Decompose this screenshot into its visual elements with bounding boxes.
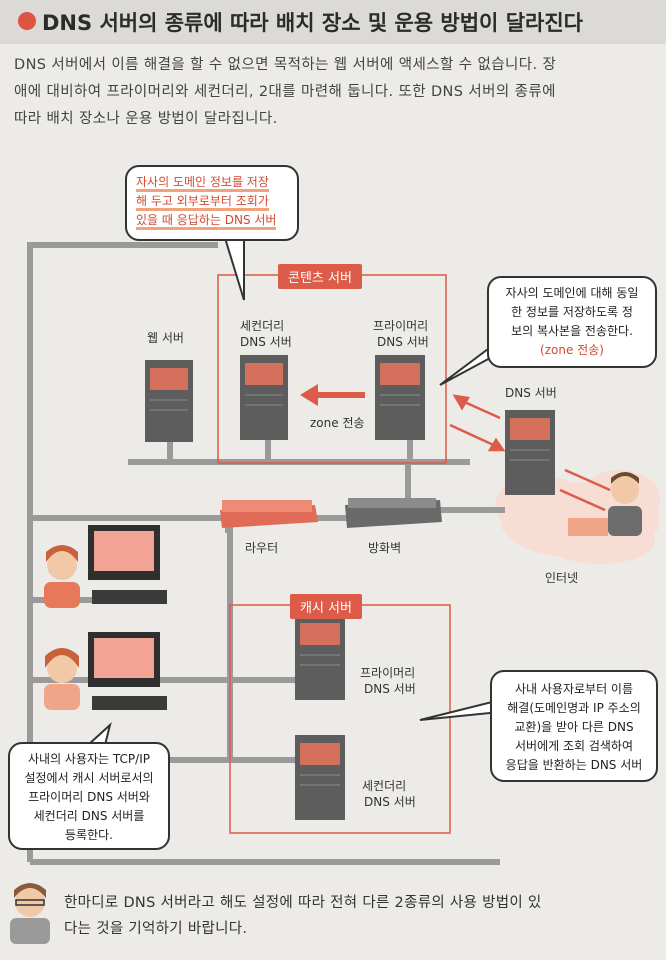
cache-secondary-label-1: 세컨더리 xyxy=(362,779,407,793)
footer-line-2: 다는 것을 기억하기 바랍니다. xyxy=(64,921,248,937)
internet-user-icon xyxy=(568,472,642,536)
cache-primary-dns-server-icon xyxy=(295,615,345,700)
page-title: DNS 서버의 종류에 따라 배치 장소 및 운용 방법이 달라진다 xyxy=(42,11,583,35)
callout-top-line-1: 자사의 도메인 정보를 저장 xyxy=(136,175,269,192)
zone-transfer-arrow xyxy=(300,384,365,406)
cache-primary-label-1: 프라이머리 xyxy=(360,666,416,680)
intro-line-2: 애에 대비하여 프라이머리와 세컨더리, 2대를 마련해 둡니다. 또한 DNS… xyxy=(14,84,556,100)
bullet-dot-icon xyxy=(18,12,36,30)
secondary-label-2: DNS 서버 xyxy=(240,335,292,349)
intro-line-1: DNS 서버에서 이름 해결을 할 수 없으면 목적하는 웹 서버에 액세스할 … xyxy=(14,57,557,73)
pc-1-icon xyxy=(88,525,167,604)
callout-user-setting: 사내의 사용자는 TCP/IP 설정에서 캐시 서버로서의 프라이머리 DNS … xyxy=(8,742,170,850)
web-server-label: 웹 서버 xyxy=(147,331,184,345)
callout-user-line-3: 프라이머리 DNS 서버와 xyxy=(28,790,150,804)
cache-primary-label-2: DNS 서버 xyxy=(364,682,416,696)
callout-zone-line-2: 한 정보를 저장하도록 정 xyxy=(511,305,633,319)
callout-zone-transfer: 자사의 도메인에 대해 동일 한 정보를 저장하도록 정 보의 복사본을 전송한… xyxy=(487,276,657,368)
secondary-label-1: 세컨더리 xyxy=(240,319,285,333)
callout-cache-dns: 사내 사용자로부터 이름 해결(도메인명과 IP 주소의 교환)을 받아 다른 … xyxy=(490,670,658,782)
primary-label-2: DNS 서버 xyxy=(377,335,429,349)
callout-user-line-2: 설정에서 캐시 서버로서의 xyxy=(24,771,154,785)
user-2-icon xyxy=(44,648,80,710)
callout-cache-line-2: 해결(도메인명과 IP 주소의 xyxy=(507,701,641,715)
callout-cache-line-5: 응답을 반환하는 DNS 서버 xyxy=(505,758,643,772)
callout-zone-line-4: (zone 전송) xyxy=(540,343,604,357)
contents-server-label: 콘텐츠 서버 xyxy=(278,264,362,289)
dns-server-label: DNS 서버 xyxy=(505,386,557,400)
router-icon xyxy=(220,500,318,528)
zone-transfer-label: zone 전송 xyxy=(310,416,365,430)
narrator-icon xyxy=(10,883,50,944)
pc-2-icon xyxy=(88,632,167,710)
external-dns-server-icon xyxy=(505,410,555,495)
footer-line-1: 한마디로 DNS 서버라고 해도 설정에 따라 전혀 다른 2종류의 사용 방법… xyxy=(64,895,542,911)
intro-line-3: 따라 배치 장소나 운용 방법이 달라집니다. xyxy=(14,111,278,127)
firewall-label: 방화벽 xyxy=(368,541,402,555)
internet-label: 인터넷 xyxy=(545,571,579,585)
cache-server-label: 캐시 서버 xyxy=(290,594,362,619)
internet-arrows xyxy=(449,394,611,512)
cache-secondary-label-2: DNS 서버 xyxy=(364,795,416,809)
router-label: 라우터 xyxy=(245,541,279,555)
title-bar xyxy=(0,0,666,44)
callout-user-line-5: 등록한다. xyxy=(65,828,113,842)
primary-label-1: 프라이머리 xyxy=(373,319,429,333)
firewall-icon xyxy=(345,498,442,528)
callout-top-line-2: 해 두고 외부로부터 조회가 xyxy=(136,194,269,211)
callout-cache-line-3: 교환)을 받아 다른 DNS xyxy=(514,720,634,734)
callout-user-line-1: 사내의 사용자는 TCP/IP xyxy=(28,752,150,766)
callout-cache-line-1: 사내 사용자로부터 이름 xyxy=(514,682,634,696)
callout-user-line-4: 세컨더리 DNS 서버를 xyxy=(33,809,145,823)
secondary-dns-server-icon xyxy=(240,355,288,440)
callout-contents-dns: 자사의 도메인 정보를 저장 해 두고 외부로부터 조회가 있을 때 응답하는 … xyxy=(125,165,299,241)
web-server-icon xyxy=(145,360,193,442)
user-1-icon xyxy=(44,545,80,608)
callout-top-line-3: 있을 때 응답하는 DNS 서버 xyxy=(136,213,277,230)
callout-cache-line-4: 서버에게 조회 검색하여 xyxy=(514,739,634,753)
primary-dns-server-icon xyxy=(375,355,425,440)
callout-zone-line-3: 보의 복사본을 전송한다. xyxy=(511,324,633,338)
cache-secondary-dns-server-icon xyxy=(295,735,345,820)
callout-zone-line-1: 자사의 도메인에 대해 동일 xyxy=(505,286,639,300)
